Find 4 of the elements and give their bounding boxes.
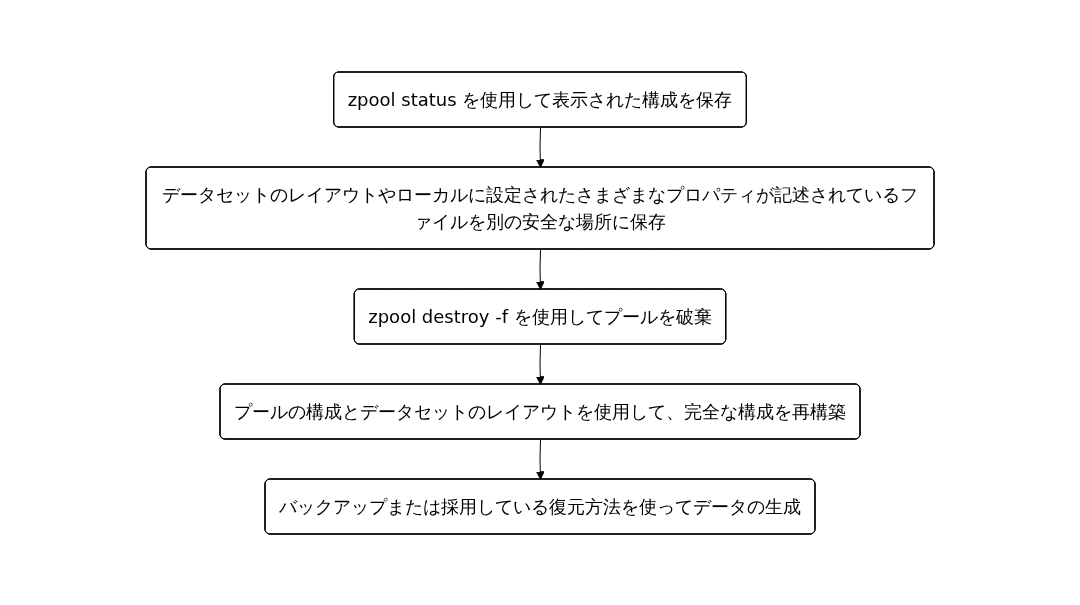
arrow (535, 248, 545, 290)
arrow (535, 438, 545, 480)
arrow (535, 126, 545, 168)
arrow (535, 343, 545, 385)
